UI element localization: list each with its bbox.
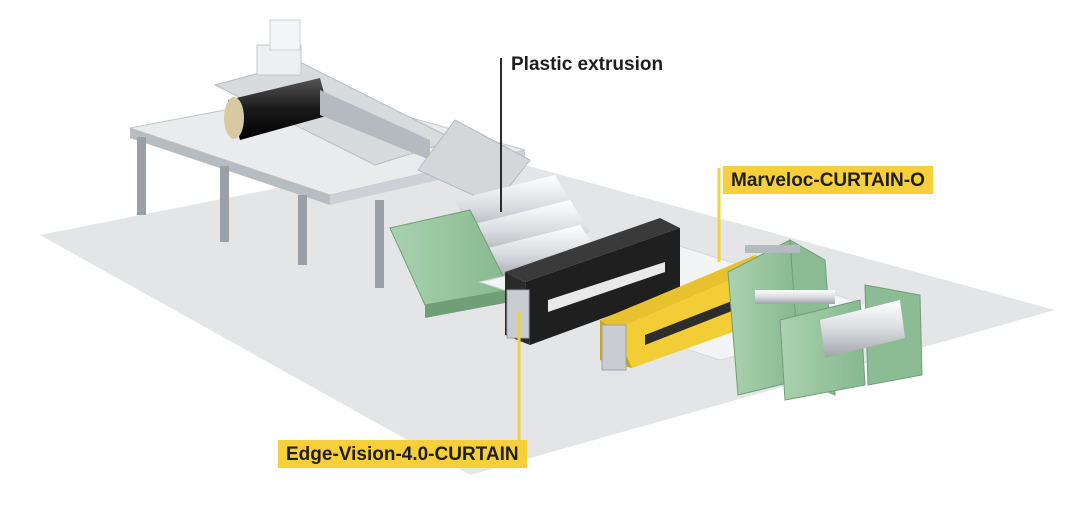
label-edge-vision-curtain: Edge-Vision-4.0-CURTAIN [278,440,527,468]
green-base-unit [389,209,511,318]
label-marveloc-curtain: Marveloc-CURTAIN-O [723,166,933,194]
winder-stand-2 [779,284,923,401]
extruder-unit [213,19,457,166]
label-plastic-extrusion: Plastic extrusion [511,54,664,75]
edge-vision-curtain [505,218,680,345]
